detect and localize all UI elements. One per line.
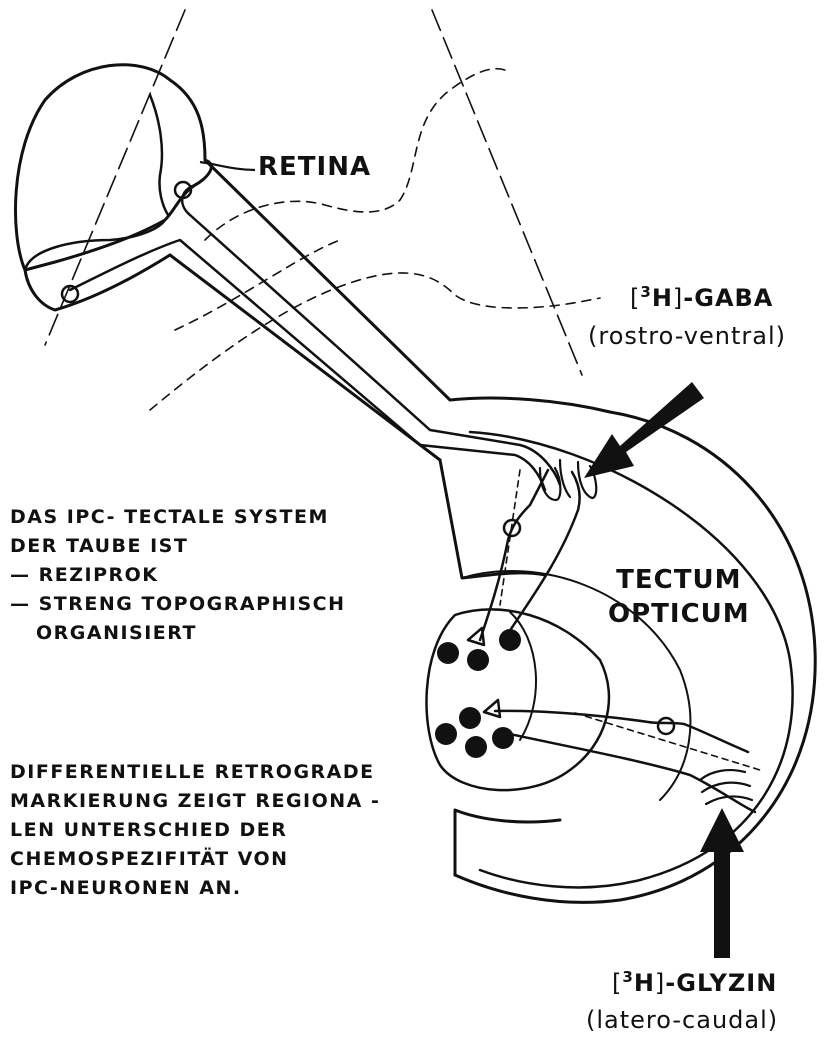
eye-axis-line [45, 10, 185, 345]
optic-tract-outer-top [205, 160, 610, 412]
retina-leader-line [200, 162, 255, 170]
ipc-cell-3 [499, 629, 521, 651]
tectum-axis-line [432, 10, 582, 375]
ipc-triangle-lower [484, 700, 500, 717]
ipc-cell-1 [437, 642, 459, 664]
glyzin-arrow [700, 808, 744, 958]
gaba-arrow [584, 382, 704, 478]
lower-dashed-link [575, 713, 760, 770]
retrograde-labeling-description: DIFFERENTIELLE RETROGRADE MARKIERUNG ZEI… [10, 758, 380, 903]
glyzin-terminal-c [706, 797, 752, 804]
brain-outline-mid-dashed [175, 240, 340, 330]
glyzin-label: [3H]-GLYZIN [612, 968, 777, 997]
tectal-neuron-upper-axon [480, 470, 548, 640]
glyzin-terminal-a [700, 770, 745, 780]
tectal-neuron-lower-axon [495, 711, 748, 752]
ipc-system-description: DAS IPC- TECTALE SYSTEM DER TAUBE IST — … [10, 503, 346, 648]
optic-fiber-upper [182, 185, 560, 485]
gaba-region-label: (rostro-ventral) [588, 322, 786, 350]
retina-inner-line [150, 95, 168, 215]
ipc-cell-4 [459, 707, 481, 729]
tectum-label: TECTUM OPTICUM [608, 563, 750, 631]
retina-label: RETINA [258, 152, 371, 182]
upper-dashed-link [500, 470, 520, 605]
gaba-terminal-b [560, 460, 570, 497]
retina-inner-curve [25, 220, 165, 270]
tectum-notch [455, 810, 560, 875]
ipc-cell-7 [492, 727, 514, 749]
optic-tract-outer-bottom [170, 255, 440, 460]
ipc-cell-2 [467, 649, 489, 671]
optic-fiber-lower [70, 240, 545, 490]
ipc-cell-5 [435, 723, 457, 745]
glyzin-region-label: (latero-caudal) [586, 1006, 778, 1034]
tectum-cut-top [440, 460, 545, 578]
tectal-neuron-lower [658, 718, 674, 734]
brain-outline-lower-dashed [150, 273, 600, 410]
tectum-outer-arc [455, 412, 815, 902]
retina-cell-lower [62, 286, 78, 302]
gaba-label: [3H]-GABA [630, 283, 773, 312]
tectum-inner-arc [470, 432, 793, 887]
ipc-cell-6 [465, 736, 487, 758]
